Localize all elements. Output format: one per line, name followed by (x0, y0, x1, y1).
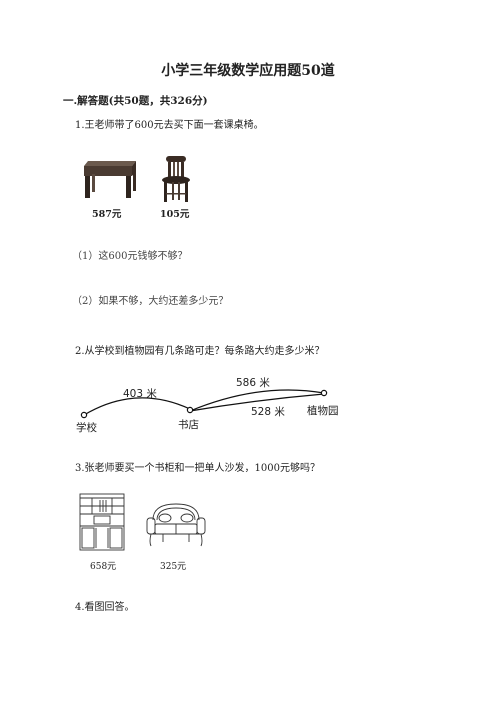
route-school-bookstore (83, 397, 191, 416)
bookstore-point (186, 406, 194, 414)
label-garden: 植物园 (307, 405, 339, 417)
chair-image (162, 156, 190, 202)
distance-school-bookstore: 403 米 (123, 388, 157, 400)
question-1-sub-1: （1）这600元钱够不够？ (72, 251, 188, 262)
page-title: 小学三年级数学应用题50道 (161, 63, 335, 79)
question-4-text: 4.看图回答。 (75, 602, 135, 613)
bookcase-price: 658元 (90, 562, 117, 572)
distance-bookstore-garden-top: 586 米 (236, 377, 270, 389)
distance-bookstore-garden-bottom: 528 米 (251, 406, 285, 418)
question-2-text: 2.从学校到植物园有几条路可走？每条路大约走多少米？ (75, 346, 325, 357)
route-bookstore-garden-top (189, 389, 325, 412)
desk-image (84, 161, 136, 198)
section-heading: 一.解答题(共50题，共326分) (63, 95, 208, 107)
label-school: 学校 (76, 422, 97, 434)
sofa-price: 325元 (160, 562, 187, 572)
school-point (80, 411, 88, 419)
garden-point (320, 389, 328, 397)
label-bookstore: 书店 (178, 419, 199, 431)
desk-price: 587元 (92, 209, 122, 220)
chair-price: 105元 (160, 209, 190, 220)
bookcase-image (79, 493, 125, 551)
question-3-text: 3.张老师要买一个书柜和一把单人沙发，1000元够吗？ (75, 463, 320, 474)
question-1-text: 1.王老师带了600元去买下面一套课桌椅。 (75, 120, 264, 131)
route-bookstore-garden-bottom (189, 393, 325, 412)
sofa-image (146, 503, 206, 547)
question-1-sub-2: （2）如果不够，大约还差多少元？ (72, 296, 229, 307)
